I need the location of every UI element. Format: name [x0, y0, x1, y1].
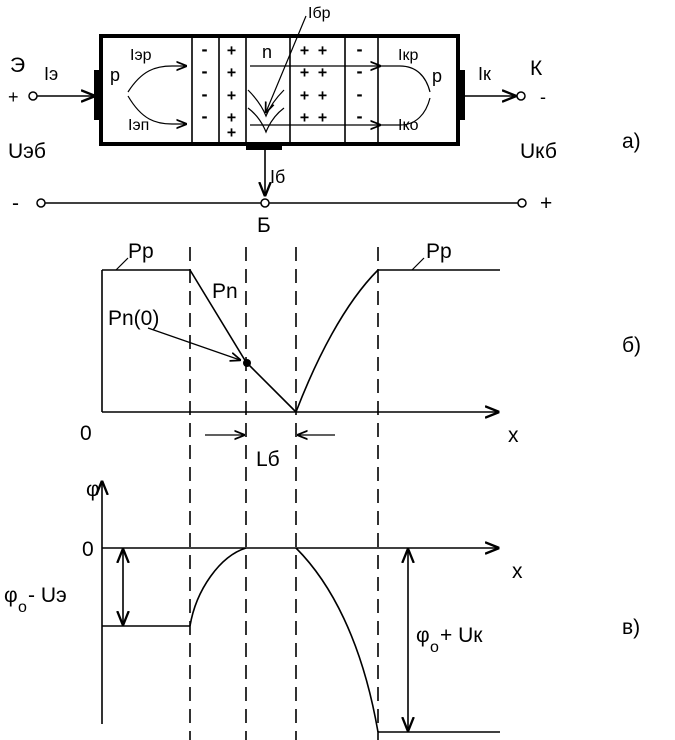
emitter-contact [94, 70, 100, 120]
label-I-collector: Iк [478, 64, 491, 84]
junction-guides [189, 247, 379, 740]
svg-text:+: + [227, 41, 236, 59]
label-U-eb: Uэб [8, 140, 46, 163]
label-emitter: Э [10, 54, 25, 77]
label-I-ko: Iко [398, 117, 419, 134]
svg-text:-: - [200, 86, 209, 104]
label-pn0: Pn(0) [108, 307, 159, 330]
label-plus-base-right: + [540, 192, 552, 215]
svg-text:-: - [200, 108, 209, 126]
svg-text:+ Uк: + Uк [440, 624, 483, 647]
label-I-base: Iб [270, 167, 285, 187]
svg-text:-: - [200, 63, 209, 81]
svg-text:-: - [200, 41, 209, 59]
svg-text:+: + [300, 63, 309, 81]
label-I-emitter: Iэ [44, 64, 58, 84]
label-x-axis-b: x [508, 424, 519, 447]
region-label-p-right: p [432, 66, 442, 86]
label-I-kp: Iкр [398, 47, 418, 64]
svg-text:+: + [300, 86, 309, 104]
potential-plot [102, 482, 500, 733]
label-I-ep: Iэр [130, 47, 152, 64]
svg-text:+: + [300, 108, 309, 126]
base-contact [246, 143, 282, 150]
svg-text:+: + [227, 63, 236, 81]
carrier-flows [127, 15, 431, 134]
region-label-n: n [262, 42, 272, 62]
svg-text:-: - [355, 86, 364, 104]
svg-text:+: + [227, 123, 236, 141]
panel-label-a: а) [622, 130, 641, 153]
label-collector: К [530, 57, 543, 80]
svg-text:o: o [18, 599, 27, 616]
concentration-plot [101, 257, 500, 435]
label-I-en: Iэп [128, 117, 149, 134]
label-width-lb: Lб [256, 448, 280, 471]
svg-text:-: - [355, 108, 364, 126]
label-I-bp: Iбр [308, 5, 331, 22]
label-pp-left: Pp [128, 240, 154, 263]
svg-text:+: + [318, 41, 327, 59]
label-origin: 0 [80, 422, 92, 445]
pn0-point [243, 359, 251, 367]
label-U-kb: Uкб [520, 140, 557, 163]
svg-text:φ: φ [416, 624, 430, 647]
svg-text:- Uэ: - Uэ [28, 584, 67, 607]
svg-text:-: - [355, 41, 364, 59]
label-x-axis-c: x [512, 560, 523, 583]
svg-text:+: + [227, 86, 236, 104]
label-zero: 0 [82, 538, 94, 561]
collector-contact [459, 70, 465, 120]
svg-text:φ: φ [4, 584, 18, 607]
svg-text:+: + [227, 108, 236, 126]
label-pn: Pn [212, 280, 238, 303]
label-pp-right: Pp [426, 240, 452, 263]
panel-label-c: в) [622, 616, 640, 639]
label-phi-axis: φ [86, 478, 100, 501]
label-plus-emitter: + [8, 87, 19, 107]
label-base: Б [257, 214, 271, 237]
svg-text:+: + [318, 86, 327, 104]
panel-label-b: б) [622, 334, 641, 357]
svg-text:+: + [300, 41, 309, 59]
external-leads [28, 92, 527, 208]
svg-text:-: - [355, 63, 364, 81]
label-minus-collector: - [540, 87, 546, 107]
label-phi0-minus-ue: φ o - Uэ [4, 584, 67, 616]
region-label-p-left: p [110, 65, 120, 85]
label-minus-base-left: - [12, 192, 19, 215]
label-phi0-plus-uk: φ o + Uк [416, 624, 483, 656]
svg-text:+: + [318, 63, 327, 81]
svg-text:o: o [430, 639, 439, 656]
space-charge-signs: - - - - + + + + + + + + + + + + + - - - … [200, 41, 364, 141]
svg-text:+: + [318, 108, 327, 126]
